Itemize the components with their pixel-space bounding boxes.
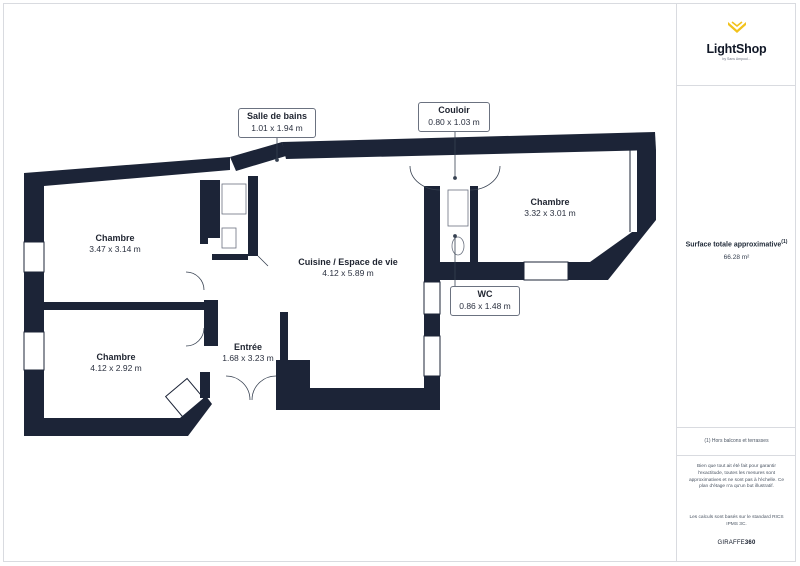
room-chambre-1: Chambre 3.47 x 3.14 m [89, 233, 141, 255]
doors [185, 165, 501, 401]
info-panel: LightShop by Sans Ampoul... Surface tota… [676, 3, 796, 562]
room-name: Chambre [95, 233, 135, 243]
room-name: Chambre [530, 197, 570, 207]
giraffe360-credit: GIRAFFE360 [677, 540, 796, 546]
room-dimensions: 4.12 x 2.92 m [90, 363, 142, 374]
brand-logo: LightShop by Sans Ampoul... [677, 21, 796, 61]
disclaimer-accuracy: Bien que tout ait été fait pour garantir… [688, 464, 785, 490]
surface-title: Surface totale approximative(1) [677, 239, 796, 248]
brand-name: LightShop [706, 42, 767, 56]
surface-footnote-mark: (1) [781, 239, 788, 245]
room-cuisine: Cuisine / Espace de vie 4.12 x 5.89 m [298, 257, 398, 279]
room-name: Chambre [96, 352, 136, 362]
credit-number: 360 [744, 540, 756, 546]
callout-wc: WC 0.86 x 1.48 m [450, 286, 520, 316]
callout-dimensions: 0.80 x 1.03 m [428, 116, 480, 127]
room-dimensions: 3.47 x 3.14 m [89, 244, 141, 255]
divider [677, 427, 796, 428]
divider [677, 455, 796, 456]
room-chambre-2: Chambre 4.12 x 2.92 m [90, 352, 142, 374]
callout-dimensions: 1.01 x 1.94 m [251, 122, 303, 133]
credit-text: GIRAFFE [717, 540, 745, 546]
callout-dimensions: 0.86 x 1.48 m [459, 300, 511, 311]
room-chambre-3: Chambre 3.32 x 3.01 m [524, 197, 576, 219]
disclaimer-standard: Les calculs sont basés sur le standard R… [689, 515, 784, 527]
footnote: (1) Hors balcons et terrasses [704, 438, 769, 444]
room-entree: Entrée 1.68 x 3.23 m [222, 342, 274, 364]
callout-name: WC [477, 289, 493, 299]
room-dimensions: 3.32 x 3.01 m [524, 208, 576, 219]
surface-value: 66.28 m² [723, 254, 750, 261]
walls [24, 132, 656, 436]
room-name: Entrée [233, 342, 263, 352]
page-frame [3, 3, 796, 562]
room-name: Cuisine / Espace de vie [298, 257, 398, 267]
lightshop-logo-icon [727, 21, 746, 33]
room-dimensions: 4.12 x 5.89 m [322, 268, 374, 279]
floor-plan [23, 132, 656, 436]
callout-leaders [275, 132, 457, 286]
room-dimensions: 1.68 x 3.23 m [222, 353, 274, 364]
callout-couloir: Couloir 0.80 x 1.03 m [418, 102, 490, 132]
windows [23, 150, 631, 421]
fixtures [221, 183, 469, 256]
divider [677, 85, 796, 86]
callout-name: Salle de bains [246, 111, 308, 121]
callout-name: Couloir [438, 105, 470, 115]
brand-tagline: by Sans Ampoul... [722, 57, 751, 61]
callout-salle-de-bains: Salle de bains 1.01 x 1.94 m [238, 108, 316, 138]
surface-title-text: Surface totale approximative [685, 241, 782, 249]
